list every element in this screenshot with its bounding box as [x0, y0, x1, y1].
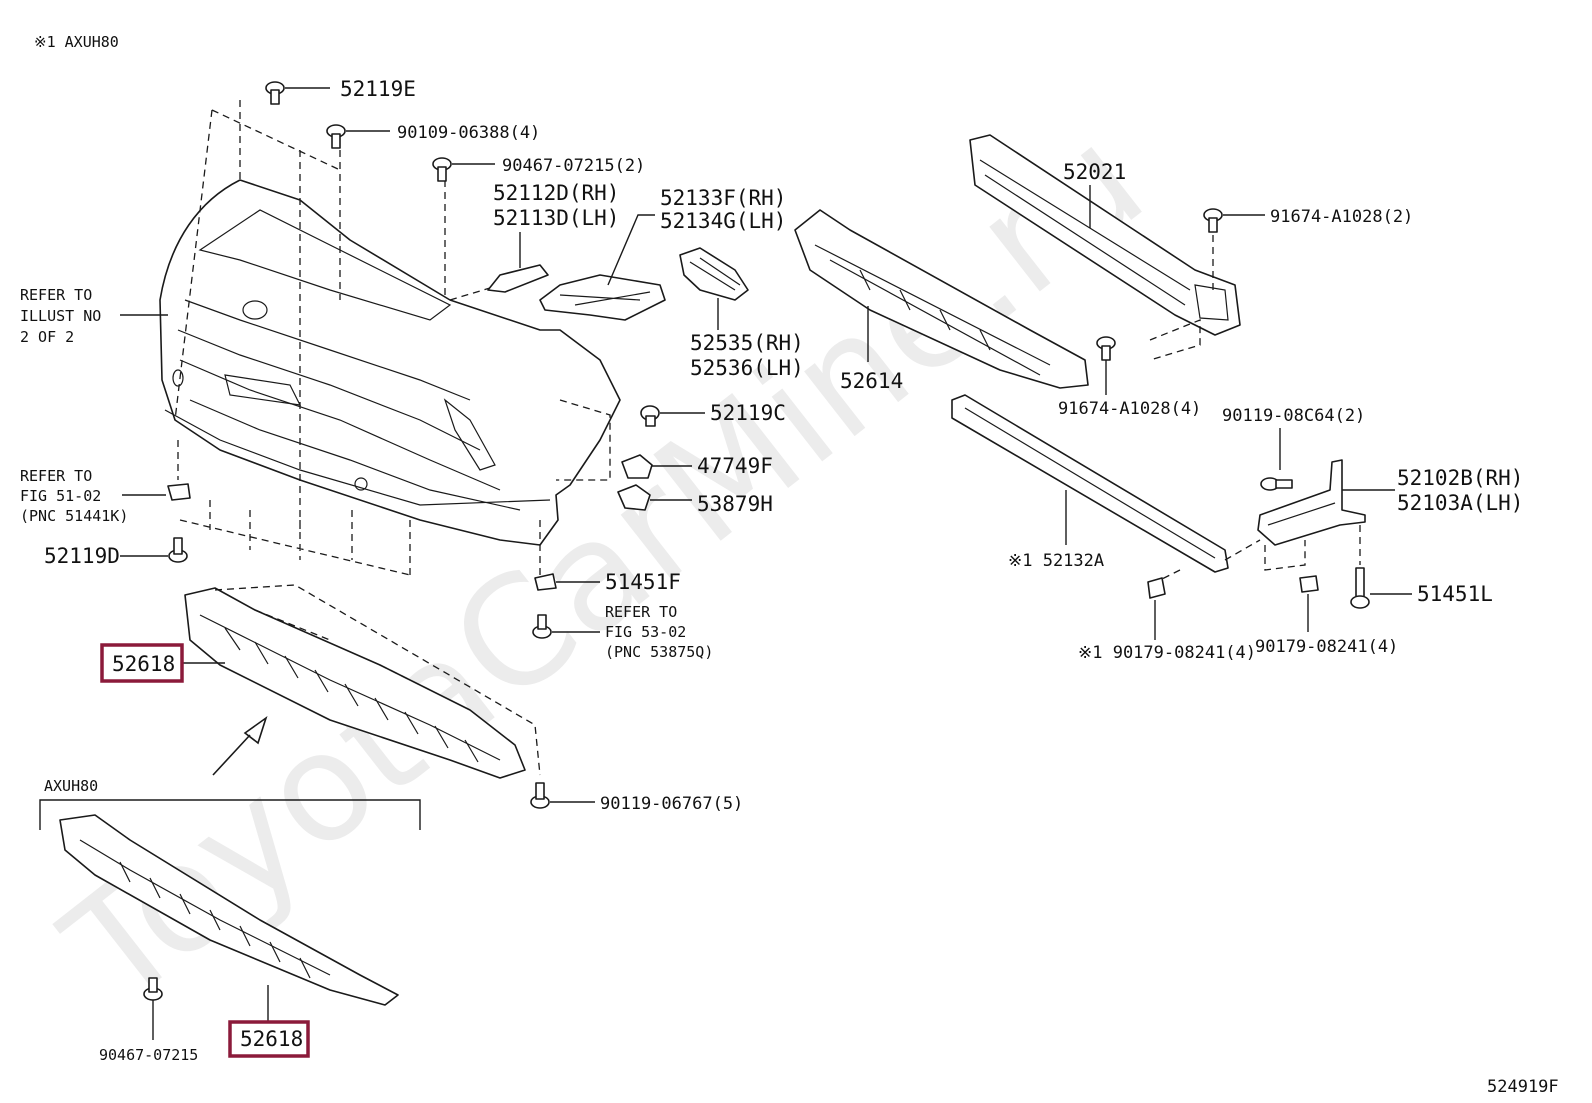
screw-90467-icon — [432, 157, 452, 182]
bracket-52102B-part — [1257, 459, 1366, 546]
label-51451L: 51451L — [1417, 582, 1493, 606]
label-52112D: 52112D(RH) — [493, 181, 619, 205]
highlight-box-52618-b — [228, 1020, 310, 1058]
label-52102B: 52102B(RH) — [1397, 466, 1523, 490]
header-note: ※1 AXUH80 — [34, 33, 119, 51]
nut-90179-b-icon — [1299, 575, 1319, 593]
bracket-52112D-part — [487, 264, 549, 293]
clip-52119C-icon — [640, 405, 660, 427]
label-51451F: 51451F — [605, 570, 681, 594]
label-52618-a: 52618 — [112, 652, 175, 676]
label-52536: 52536(LH) — [690, 356, 804, 380]
bolt-91674-2-icon — [1203, 208, 1223, 233]
bolt-90119-06767-icon — [530, 782, 550, 809]
bolt-52119D-icon — [168, 537, 188, 563]
reinforcement-52021-part — [969, 134, 1241, 336]
label-52103A: 52103A(LH) — [1397, 491, 1523, 515]
refer3-line3: (PNC 53875Q) — [605, 643, 713, 661]
refer1-line3: 2 OF 2 — [20, 328, 74, 346]
refer1-line2: ILLUST NO — [20, 307, 101, 325]
label-52119C: 52119C — [710, 401, 786, 425]
nut-90179-a-icon — [1147, 577, 1166, 599]
bolt-51451L-icon — [1350, 567, 1370, 609]
retainer-47749F-icon — [621, 454, 653, 479]
clip-51441K-icon — [167, 483, 191, 501]
label-52618-b: 52618 — [240, 1027, 303, 1051]
label-90119-06767: 90119-06767(5) — [600, 794, 743, 814]
highlight-box-52618-a — [100, 643, 184, 683]
bolt-90109-icon — [326, 124, 346, 149]
refer3-line2: FIG 53-02 — [605, 623, 686, 641]
bumper-cover-part — [159, 179, 621, 546]
label-90179-08241-a: ※1 90179-08241(4) — [1078, 643, 1256, 663]
label-90179-08241-b: 90179-08241(4) — [1255, 637, 1398, 657]
label-90467-07215-2: 90467-07215(2) — [502, 156, 645, 176]
axuh80-group-label: AXUH80 — [44, 777, 98, 795]
label-52133F: 52133F(RH) — [660, 186, 786, 210]
label-52134G: 52134G(LH) — [660, 209, 786, 233]
absorber-52614-part — [794, 209, 1089, 389]
front-direction-arrow-icon — [212, 715, 268, 776]
refer2-line1: REFER TO — [20, 467, 92, 485]
retainer-53879H-icon — [617, 484, 651, 511]
screw-53875Q-icon — [532, 614, 552, 639]
label-91674-A1028-2: 91674-A1028(2) — [1270, 207, 1413, 227]
figure-code: 524919F — [1487, 1077, 1559, 1097]
label-52535: 52535(RH) — [690, 331, 804, 355]
label-52119E: 52119E — [340, 77, 416, 101]
label-90467-07215: 90467-07215 — [99, 1046, 198, 1064]
label-90119-08C64: 90119-08C64(2) — [1222, 406, 1365, 426]
bolt-90119-08C64-icon — [1260, 477, 1293, 491]
label-52113D: 52113D(LH) — [493, 206, 619, 230]
under-cover-52618-part — [184, 587, 526, 779]
label-52119D: 52119D — [44, 544, 120, 568]
label-47749F: 47749F — [697, 454, 773, 478]
label-52021: 52021 — [1063, 160, 1126, 184]
label-52132A: ※1 52132A — [1008, 551, 1104, 571]
under-cover-52618-variant-part — [59, 814, 399, 1006]
bolt-91674-4-icon — [1096, 336, 1116, 361]
refer2-line2: FIG 51-02 — [20, 487, 101, 505]
reinforcement-52132A-part — [951, 394, 1229, 573]
bolt-52119E-icon — [265, 81, 285, 105]
refer1-line1: REFER TO — [20, 286, 92, 304]
label-91674-A1028-4: 91674-A1028(4) — [1058, 399, 1201, 419]
clip-51451F-icon — [534, 573, 557, 591]
label-53879H: 53879H — [697, 492, 773, 516]
refer3-line1: REFER TO — [605, 603, 677, 621]
label-52614: 52614 — [840, 369, 903, 393]
label-90109-06388: 90109-06388(4) — [397, 123, 540, 143]
guide-52535-part — [679, 247, 749, 301]
refer2-line3: (PNC 51441K) — [20, 507, 128, 525]
